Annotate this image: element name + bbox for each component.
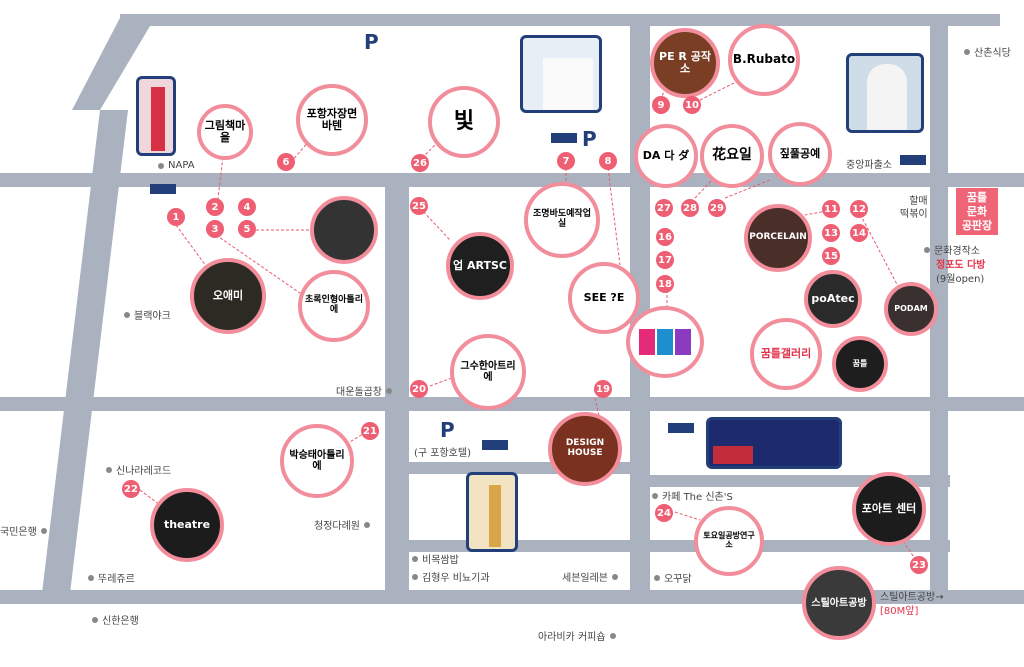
place-circle-25[interactable]: 업 ARTSC <box>446 232 514 300</box>
place-circle-27[interactable]: DA 다 ダ <box>634 124 698 188</box>
pin-7[interactable]: 7 <box>557 152 575 170</box>
parking-icon: P <box>440 418 455 442</box>
pin-6[interactable]: 6 <box>277 153 295 171</box>
parking-icon: P <box>364 30 379 54</box>
event-circle[interactable]: 꿈틀 <box>832 336 888 392</box>
place-circle-7[interactable]: 조명바도예작업실 <box>524 182 600 258</box>
pin-1[interactable]: 1 <box>167 208 185 226</box>
marker-bar <box>900 155 926 165</box>
kkumteul-gallery-circle[interactable]: 꿈틀갤러리 <box>750 318 822 390</box>
landmark-halmae: 할매 떡볶이 <box>900 196 928 220</box>
pin-17[interactable]: 17 <box>656 251 674 269</box>
landmark-kimhyungwoo: 김형우 비뇨기과 <box>412 569 490 584</box>
place-circle-15[interactable]: poAtec <box>804 270 862 328</box>
landmark-munhwa: 문화경작소 <box>924 242 980 257</box>
place-circle-23[interactable]: 포아트 센터 <box>852 472 926 546</box>
police-photo <box>846 53 924 133</box>
pin-11[interactable]: 11 <box>822 200 840 218</box>
marker-bar <box>150 184 176 194</box>
place-circle-18[interactable] <box>626 306 704 378</box>
landmark-blackyak: 블랙야크 <box>124 307 171 322</box>
landmark-steel-note: 스틸아트공방→ <box>880 592 944 603</box>
landmark-jeongpodo-note: (9월open) <box>936 274 985 285</box>
landmark-ogguda: 오꾸닭 <box>654 570 692 585</box>
gallery-photo <box>706 417 842 469</box>
place-circle-29[interactable]: 짚풀공예 <box>768 122 832 186</box>
marker-bar <box>482 440 508 450</box>
place-circle-22[interactable]: theatre <box>150 488 224 562</box>
pin-22[interactable]: 22 <box>122 480 140 498</box>
pin-5[interactable]: 5 <box>238 220 256 238</box>
landmark-bibim: 비목쌈밥 <box>412 551 459 566</box>
place-circle-19[interactable]: DESIGN HOUSE <box>548 412 622 486</box>
pin-10[interactable]: 10 <box>683 96 701 114</box>
place-circle-28[interactable]: 花요일 <box>700 124 764 188</box>
place-circle-21[interactable]: 박승태아틀리에 <box>280 424 354 498</box>
landmark-police: 중앙파출소 <box>846 160 892 171</box>
steel-art-circle[interactable]: 스틸아트공방 <box>802 566 876 640</box>
place-circle-2[interactable]: 그림책마을 <box>197 104 253 160</box>
landmark-old-hotel: (구 포항호텔) <box>414 448 471 459</box>
parking-icon: P <box>582 127 597 151</box>
pin-24[interactable]: 24 <box>655 504 673 522</box>
landmark-shinhan: 신한은행 <box>92 612 139 627</box>
pin-3[interactable]: 3 <box>206 220 224 238</box>
landmark-daeun: 대운돌곱창 <box>336 383 392 398</box>
place-circle-1[interactable]: 오애미 <box>190 258 266 334</box>
place-circle-12[interactable]: PODAM <box>884 282 938 336</box>
pin-28[interactable]: 28 <box>681 199 699 217</box>
place-circle-11[interactable]: PORCELAIN <box>744 204 812 272</box>
building-photo <box>520 35 602 113</box>
place-circle-5[interactable] <box>310 196 378 264</box>
place-circle-9[interactable]: PE R 공작소 <box>650 28 720 98</box>
place-circle-10[interactable]: B.Rubato <box>728 24 800 96</box>
landmark-ddureju: 뚜레쥬르 <box>88 570 135 585</box>
pin-12[interactable]: 12 <box>850 200 868 218</box>
place-circle-8[interactable]: SEE ?E <box>568 262 640 334</box>
landmark-sanchon: 산촌식당 <box>964 44 1011 59</box>
pin-19[interactable]: 19 <box>594 380 612 398</box>
landmark-napa: NAPA <box>158 160 195 171</box>
landmark-new-nara: 신나라레코드 <box>106 462 171 477</box>
place-circle-24[interactable]: 토요일공방연구소 <box>694 506 764 576</box>
place-circle-3[interactable]: 초록인형아틀리에 <box>298 270 370 342</box>
pin-23[interactable]: 23 <box>910 556 928 574</box>
pin-29[interactable]: 29 <box>708 199 726 217</box>
pin-21[interactable]: 21 <box>361 422 379 440</box>
pin-14[interactable]: 14 <box>850 224 868 242</box>
pin-18[interactable]: 18 <box>656 275 674 293</box>
pin-4[interactable]: 4 <box>238 198 256 216</box>
pin-20[interactable]: 20 <box>410 380 428 398</box>
pin-25[interactable]: 25 <box>410 197 428 215</box>
place-circle-20[interactable]: 그수한아트리에 <box>450 334 526 410</box>
napa-photo <box>136 76 176 156</box>
color-blocks <box>639 329 691 355</box>
place-circle-26[interactable]: 빛 <box>428 86 500 158</box>
hotel-photo <box>466 472 518 552</box>
kkumteul-badge: 꿈틀 문화 공판장 <box>956 188 998 236</box>
pin-2[interactable]: 2 <box>206 198 224 216</box>
pin-13[interactable]: 13 <box>822 224 840 242</box>
landmark-arabica: 아라비카 커피숍 <box>538 628 616 643</box>
pin-16[interactable]: 16 <box>656 228 674 246</box>
pin-26[interactable]: 26 <box>411 154 429 172</box>
landmark-cheongjeong: 청정다례원 <box>314 517 370 532</box>
pin-9[interactable]: 9 <box>652 96 670 114</box>
landmark-seven: 세븐일레븐 <box>562 569 618 584</box>
landmark-cafe: 카페 The 신촌'S <box>652 488 733 503</box>
pin-27[interactable]: 27 <box>655 199 673 217</box>
marker-bar <box>668 423 694 433</box>
marker-bar <box>551 133 577 143</box>
landmark-kookmin: 국민은행 <box>0 523 47 538</box>
pin-8[interactable]: 8 <box>599 152 617 170</box>
landmark-jeongpodo: 정포도 다방 <box>936 260 986 271</box>
landmark-steel-note2: [80M앞] <box>880 606 919 617</box>
place-circle-6[interactable]: 포항자장면바텐 <box>296 84 368 156</box>
pin-15[interactable]: 15 <box>822 247 840 265</box>
